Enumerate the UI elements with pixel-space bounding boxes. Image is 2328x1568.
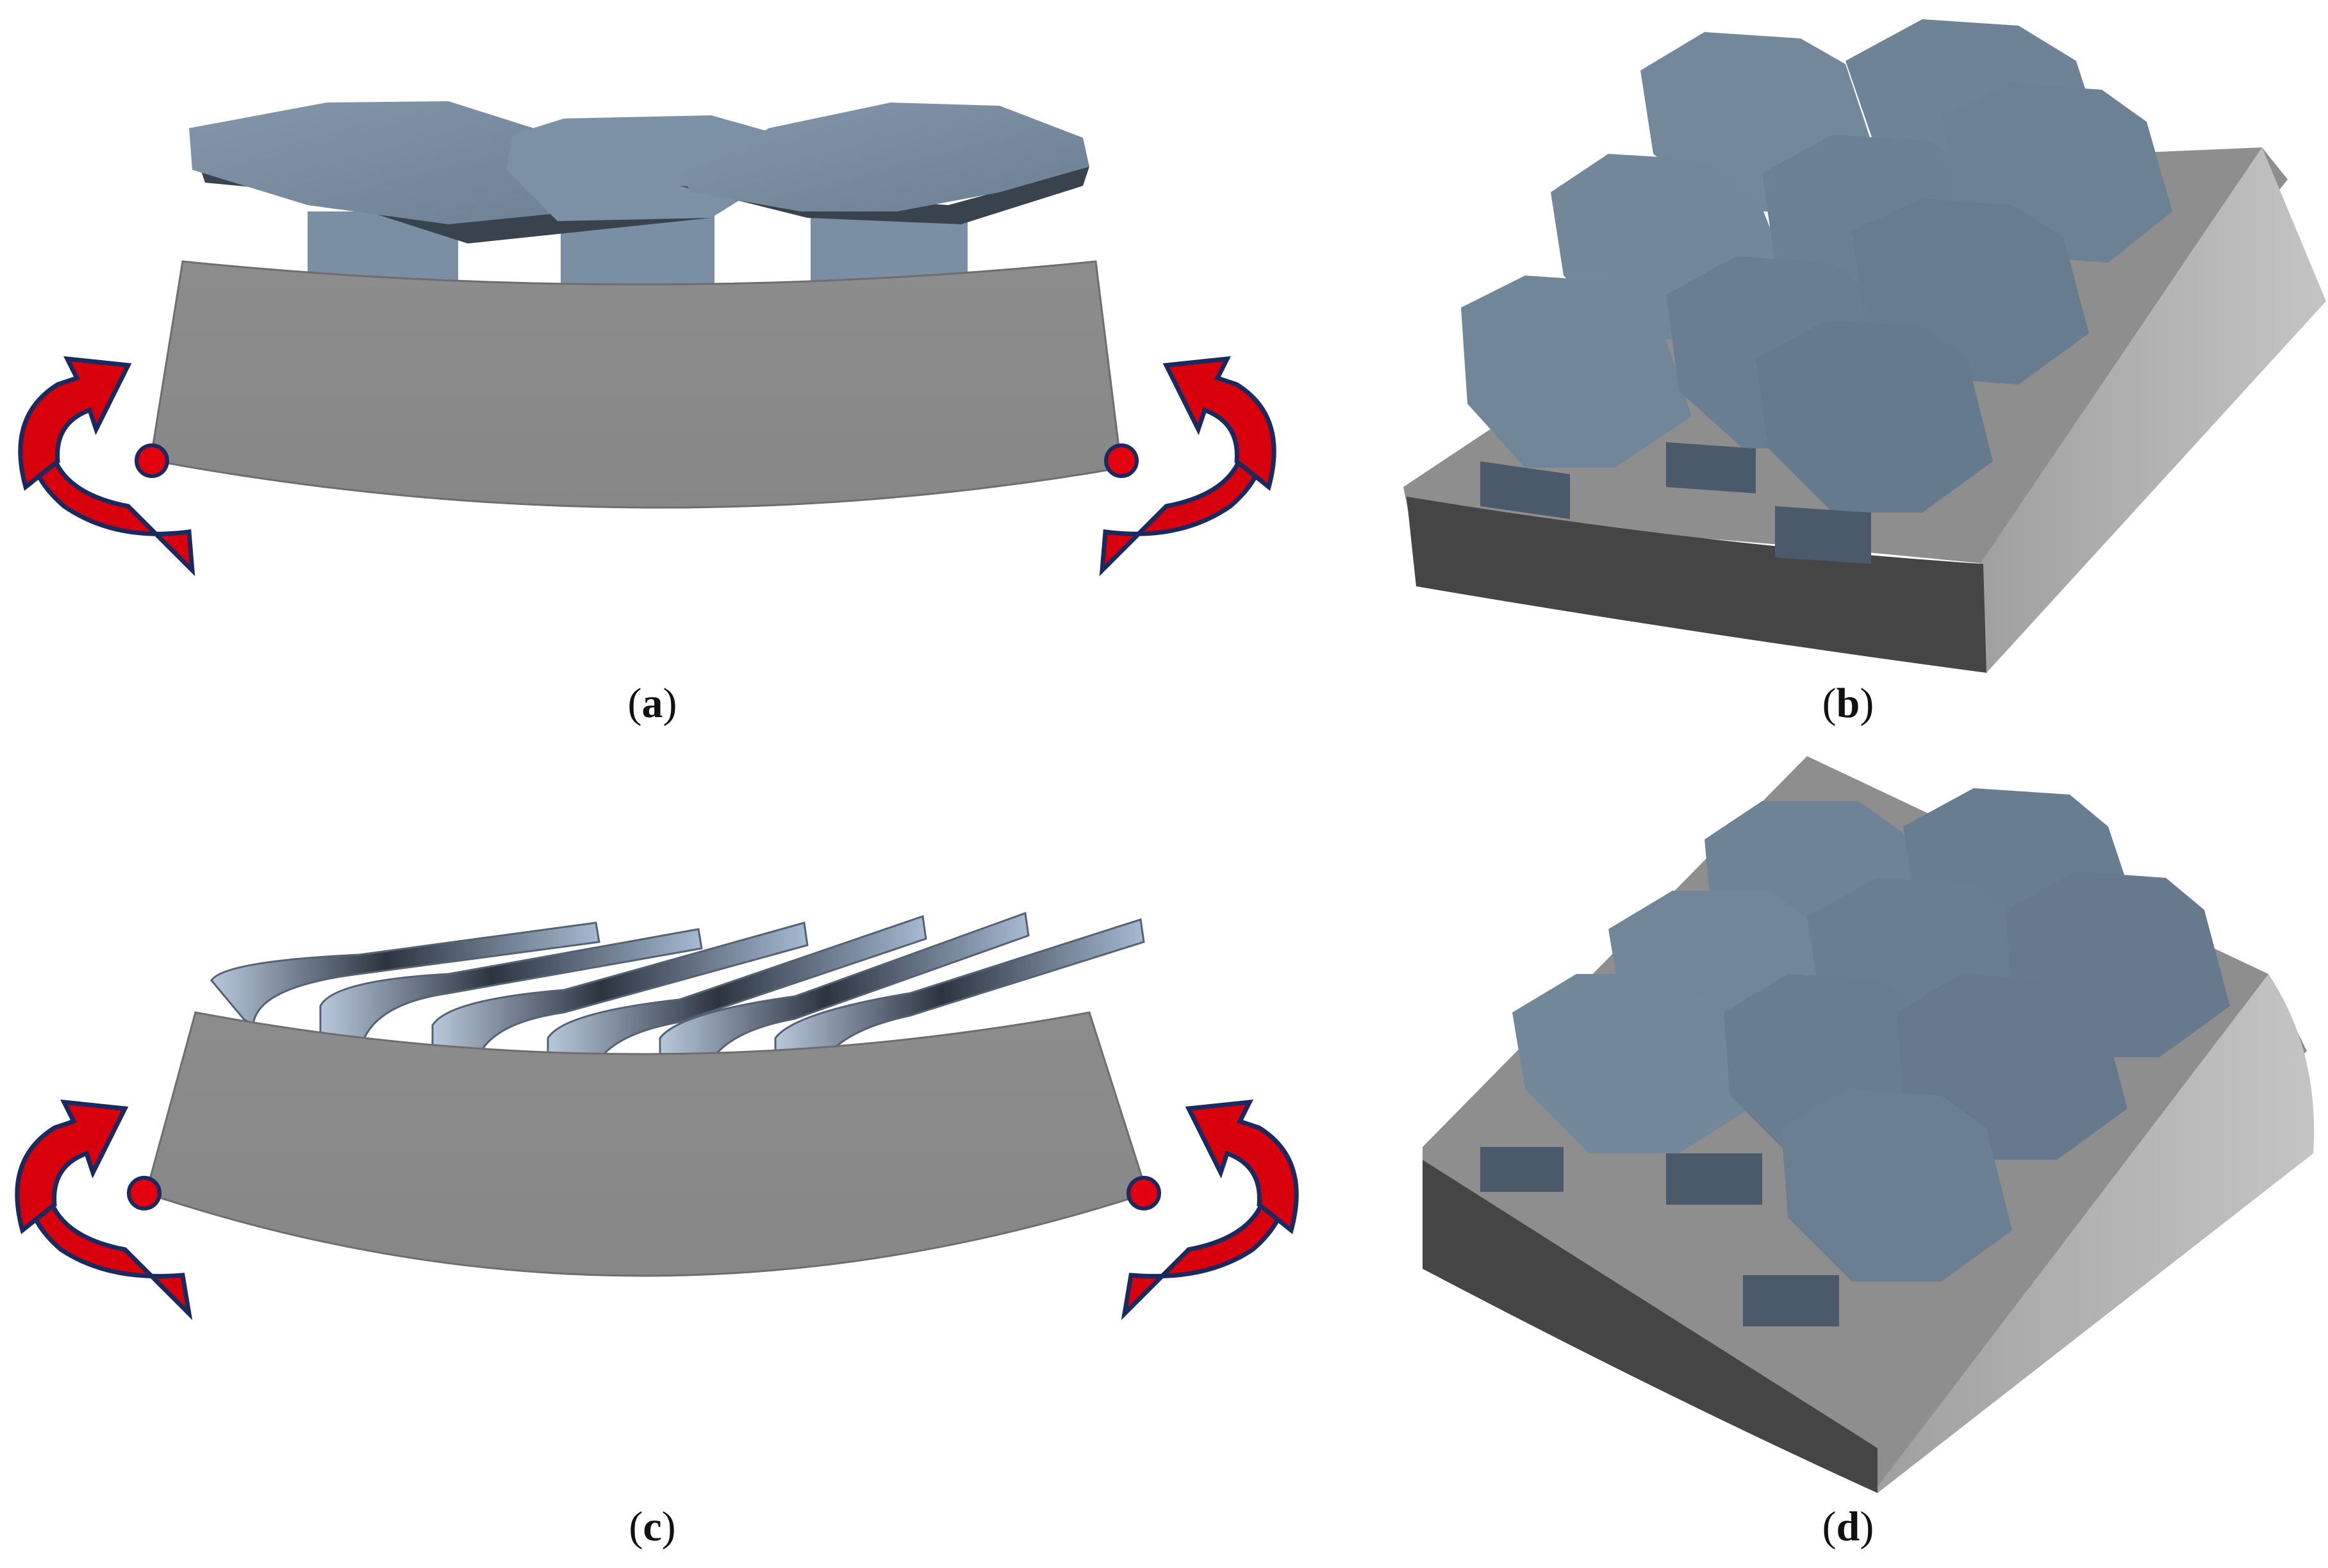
pivot-point-icon	[1127, 1176, 1161, 1210]
scale-plate	[1781, 1089, 2012, 1282]
panel-c	[15, 911, 1299, 1321]
label-open: (	[1822, 680, 1837, 727]
substrate-side	[1878, 974, 2315, 1493]
label-letter: c	[643, 1503, 662, 1550]
rotation-arrow-icon	[15, 1099, 129, 1235]
label-close: )	[663, 680, 677, 727]
panel-label-b: (b)	[1752, 679, 1944, 728]
label-close: )	[1860, 680, 1874, 727]
panel-label-a: (a)	[556, 679, 748, 728]
substrate-beam	[149, 260, 1123, 509]
label-open: (	[627, 680, 642, 727]
scale-stem	[1775, 506, 1871, 564]
label-letter: d	[1836, 1503, 1860, 1550]
scale-stem	[1480, 461, 1570, 519]
scale-plate	[1512, 974, 1749, 1153]
rotation-arrow-icon	[1162, 356, 1276, 491]
scale-array	[1461, 19, 2172, 564]
panel-b	[1403, 19, 2326, 673]
panel-label-d: (d)	[1752, 1503, 1944, 1551]
label-letter: b	[1836, 680, 1860, 727]
label-letter: a	[641, 680, 663, 727]
scale-plate	[679, 103, 1089, 211]
scale-stem	[1666, 1153, 1762, 1205]
label-close: )	[661, 1503, 676, 1550]
scale-stem	[1480, 1147, 1564, 1192]
scale-plate-edge	[679, 167, 1089, 224]
panel-d	[1423, 756, 2315, 1493]
scale-array	[1480, 788, 2230, 1326]
scale-plate	[1756, 320, 1993, 513]
substrate-beam	[145, 1011, 1148, 1277]
substrate-front	[1407, 497, 1986, 673]
pivot-point-icon	[1104, 443, 1139, 478]
substrate-side	[1980, 147, 2326, 673]
pivot-point-icon	[135, 443, 169, 478]
scale-plate	[1461, 276, 1692, 468]
scale-stem	[1666, 442, 1756, 493]
label-open: (	[1822, 1503, 1837, 1550]
rotation-arrow-icon	[18, 356, 132, 491]
panel-label-c: (c)	[556, 1503, 748, 1551]
pivot-point-icon	[127, 1176, 161, 1210]
panel-a	[18, 101, 1276, 577]
scale-stem	[1743, 1275, 1839, 1326]
label-open: (	[629, 1503, 643, 1550]
rotation-arrow-icon	[1185, 1099, 1299, 1235]
substrate-front	[1423, 1160, 1878, 1493]
label-close: )	[1860, 1503, 1874, 1550]
film-strip	[210, 921, 600, 1027]
